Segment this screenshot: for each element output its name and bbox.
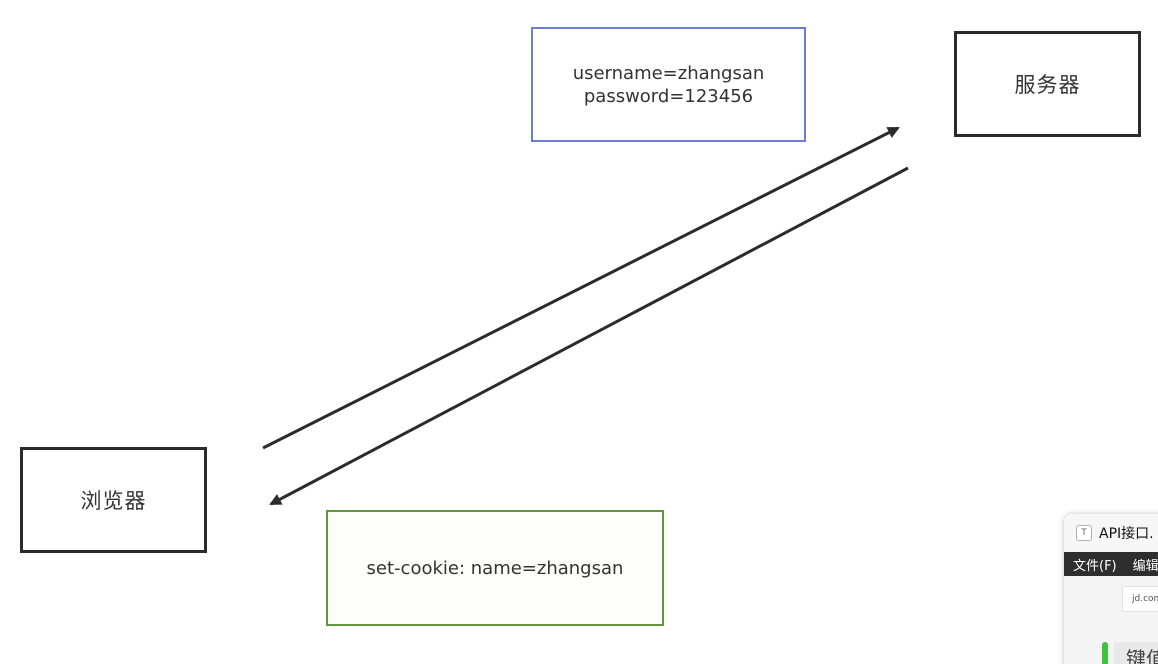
text-document-icon: T (1076, 525, 1092, 541)
browser-label: 浏览器 (80, 489, 147, 513)
server-label: 服务器 (1014, 73, 1081, 97)
response-arrow (269, 166, 909, 506)
username-param: username=zhangsan (572, 62, 765, 84)
browser-node: 浏览器 (20, 447, 207, 553)
app-titlebar[interactable]: T API接口. (1064, 514, 1158, 552)
app-body: jd.com 键值 (1064, 576, 1158, 664)
app-menubar: 文件(F) 编辑 (1064, 552, 1158, 576)
tab-key-value[interactable]: 键值 (1114, 642, 1158, 664)
url-input[interactable]: jd.com (1122, 586, 1158, 612)
server-node: 服务器 (954, 31, 1141, 137)
menu-edit[interactable]: 编辑 (1132, 558, 1158, 574)
api-app-window[interactable]: T API接口. 文件(F) 编辑 jd.com 键值 (1064, 514, 1158, 664)
menu-file[interactable]: 文件(F) (1073, 558, 1117, 574)
app-title: API接口. (1099, 526, 1154, 542)
request-credentials-box: username=zhangsan password=123456 (531, 27, 806, 142)
active-tab-indicator (1102, 642, 1108, 664)
request-arrow (262, 126, 900, 450)
set-cookie-header: set-cookie: name=zhangsan (366, 557, 624, 579)
password-param: password=123456 (583, 85, 754, 107)
response-cookie-box: set-cookie: name=zhangsan (326, 510, 664, 626)
